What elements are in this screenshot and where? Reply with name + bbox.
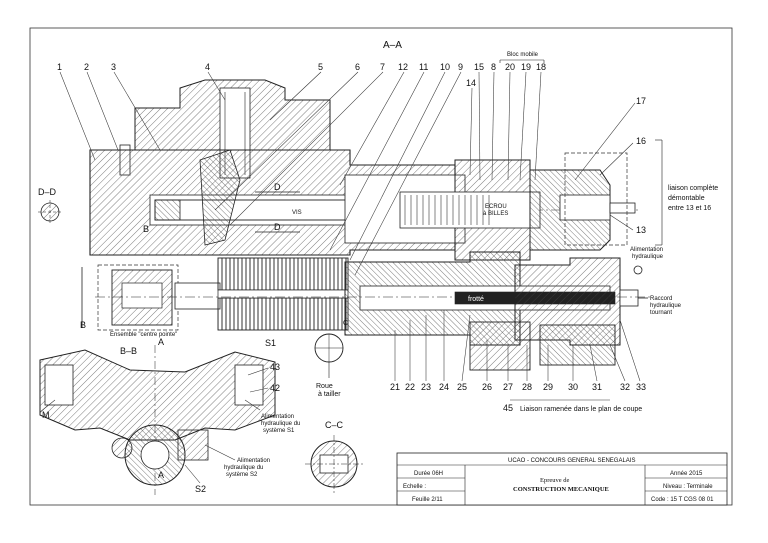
drawing-frame <box>29 27 733 506</box>
lower-assembly <box>81 251 650 371</box>
alim-s1-line1: Alimentation <box>261 414 294 420</box>
part-number: 26 <box>482 382 492 392</box>
part-number: 20 <box>505 62 515 72</box>
roue-line1: Roue <box>316 383 333 390</box>
part-number: 12 <box>398 62 408 72</box>
part-number: 25 <box>457 382 467 392</box>
part-number: 45 <box>503 403 513 413</box>
part-number: 22 <box>405 382 415 392</box>
part-numbers-top: 1 2 3 4 5 6 7 12 11 10 9 15 8 20 19 18 1… <box>57 62 646 235</box>
part-number: 16 <box>636 136 646 146</box>
part-number: 33 <box>636 382 646 392</box>
vis-label: VIS <box>292 210 302 216</box>
part-number: 8 <box>491 62 496 72</box>
liaison-complete-line2: démontable <box>668 195 705 202</box>
cartouche-epreuve-line2: CONSTRUCTION MECANIQUE <box>513 486 609 493</box>
alim-hydraulique-line1: Alimentation <box>630 247 663 253</box>
part-number: 7 <box>380 62 385 72</box>
part-number: 29 <box>543 382 553 392</box>
part-number: 31 <box>592 382 602 392</box>
view-dd-section <box>38 200 62 224</box>
alim-s2-line1: Alimentation <box>237 458 270 464</box>
cartouche-feuille: Feuille 2/11 <box>412 497 443 503</box>
frotte-label: frotté <box>468 296 484 303</box>
liaison-ramenee-label: Liaison ramenée dans le plan de coupe <box>520 406 642 413</box>
leader-lines <box>39 71 641 484</box>
part-number: 32 <box>620 382 630 392</box>
view-dd-label: D–D <box>38 187 57 197</box>
part-number: 1 <box>57 62 62 72</box>
part-number: 21 <box>390 382 400 392</box>
cartouche-code: Code : 15 T CGS 08 01 <box>651 497 714 503</box>
marker-d-top: D <box>274 182 281 192</box>
cartouche-header: UCAO - CONCOURS GENERAL SENEGALAIS <box>508 458 635 464</box>
raccord-line2: hydraulique <box>650 303 682 309</box>
roue-line2: à tailler <box>318 391 341 398</box>
ecrou-line1: ECROU <box>485 204 507 210</box>
title-block: UCAO - CONCOURS GENERAL SENEGALAIS Durée… <box>396 452 728 506</box>
part-number: 6 <box>355 62 360 72</box>
part-number: 10 <box>440 62 450 72</box>
part-numbers-bottom: 21 22 23 24 25 26 27 28 29 30 31 32 33 4… <box>270 362 646 413</box>
part-number: 18 <box>536 62 546 72</box>
marker-a-bottom: A <box>158 470 164 480</box>
part-number: 2 <box>84 62 89 72</box>
part-number: 14 <box>466 78 476 88</box>
alim-s1-line3: système S1 <box>263 428 295 434</box>
view-cc-label: C–C <box>325 420 344 430</box>
view-cc-section <box>305 435 363 493</box>
part-number: 17 <box>636 96 646 106</box>
part-number: 27 <box>503 382 513 392</box>
view-bb-section <box>39 345 276 495</box>
marker-b-top: B <box>143 224 149 234</box>
part-number: 11 <box>419 62 428 72</box>
part-number: 19 <box>521 62 531 72</box>
part-number: 23 <box>421 382 431 392</box>
alim-s2-line3: système S2 <box>226 472 258 478</box>
view-bb-label: B–B <box>120 346 137 356</box>
ensemble-centre-label: Ensemble "centre pointe" <box>110 332 177 338</box>
marker-s1: S1 <box>265 338 276 348</box>
alim-s1-line2: hydraulique du <box>261 421 300 427</box>
part-number: 15 <box>474 62 484 72</box>
part-number: 30 <box>568 382 578 392</box>
part-number: 43 <box>270 362 280 372</box>
cartouche-niveau: Niveau : Terminale <box>663 484 713 490</box>
cartouche-epreuve-line1: Epreuve de <box>540 477 570 484</box>
part-number: 28 <box>522 382 532 392</box>
section-title-aa: A–A <box>383 40 402 51</box>
part-number: 3 <box>111 62 116 72</box>
part-number: 13 <box>636 225 646 235</box>
marker-d-bottom: D <box>274 222 281 232</box>
bloc-mobile-bracket: Bloc mobile <box>499 52 545 63</box>
liaison-complete-line1: liaison complète <box>668 185 718 192</box>
alim-s2-line2: hydraulique du <box>224 465 263 471</box>
raccord-line3: tournant <box>650 310 672 316</box>
marker-m: M <box>42 410 50 420</box>
liaison-complete-line3: entre 13 et 16 <box>668 205 711 212</box>
wheel-to-cut <box>314 333 344 378</box>
part-number: 5 <box>318 62 323 72</box>
ecrou-line2: à BILLES <box>483 211 508 217</box>
raccord-line1: Raccord <box>650 296 672 302</box>
upper-housing <box>89 79 640 261</box>
marker-s2: S2 <box>195 484 206 494</box>
cartouche-duree: Durée 06H <box>414 471 443 477</box>
marker-a-top: A <box>158 337 164 347</box>
part-number: 9 <box>458 62 463 72</box>
cartouche-echelle: Echelle : <box>403 484 426 490</box>
marker-c: C <box>343 320 348 327</box>
liaison-complete-note: liaison complète démontable entre 13 et … <box>655 139 718 246</box>
cartouche-annee: Année 2015 <box>670 471 703 477</box>
bloc-mobile-label: Bloc mobile <box>507 52 539 58</box>
alim-hydraulique-line2: hydraulique <box>632 254 664 260</box>
marker-b-bottom: B <box>80 320 86 330</box>
part-number: 4 <box>205 62 210 72</box>
part-number: 42 <box>270 383 280 393</box>
part-number: 24 <box>439 382 449 392</box>
